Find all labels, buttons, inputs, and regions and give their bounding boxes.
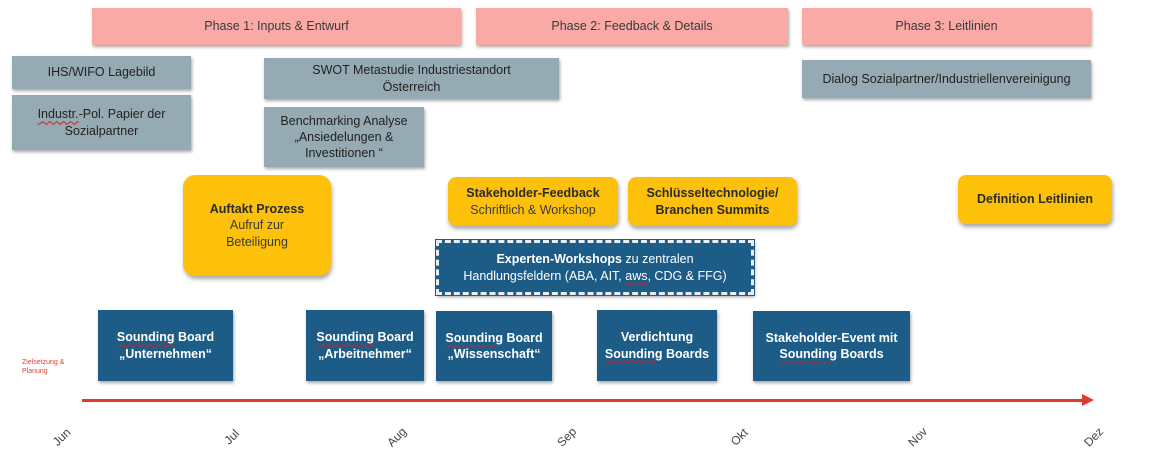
month-label-nov: Nov (905, 424, 931, 450)
sb-sounding-word: Sounding (316, 330, 375, 345)
experten-rest: zu zentralen (621, 252, 694, 267)
sb-arbeitnehmer-line-2: „Arbeitnehmer“ (318, 346, 412, 361)
experten-bold: Experten-Workshops (496, 252, 622, 267)
experten-workshops-box: Experten-Workshops zu zentralen Handlung… (435, 239, 755, 296)
timeline-arrow-icon (1082, 394, 1094, 406)
auftakt-line-2: Aufruf zur (229, 218, 285, 233)
sb-sounding-word: Sounding (445, 330, 504, 345)
auftakt-title: Auftakt Prozess (209, 202, 305, 217)
ihs-wifo-label: IHS/WIFO Lagebild (47, 65, 156, 80)
papier-spell-word: Industr. (37, 107, 79, 122)
verdichtung-sounding-boards: Verdichtung Sounding Boards (597, 310, 717, 381)
papier-line-2: Sozialpartner (64, 123, 139, 138)
sb-boards-word: Boards (837, 347, 884, 361)
experten-aws: aws (625, 268, 648, 283)
sb-board-word: Board (503, 330, 543, 345)
auftakt-line-3: Beteiligung (226, 234, 288, 249)
auftakt-box: Auftakt Prozess Aufruf zur Beteiligung (183, 175, 331, 276)
benchmarking-line-1: Benchmarking Analyse (280, 113, 408, 128)
swot-line-2: Österreich (382, 79, 441, 94)
sb-board-word: Board (374, 330, 414, 345)
experten-line-2: Handlungsfeldern (ABA, AIT, aws, CDG & F… (463, 268, 726, 284)
sb-boards-word: Boards (662, 346, 710, 361)
definition-leitlinien-box: Definition Leitlinien (958, 175, 1112, 224)
schluesseltechnologie-line-1: Schlüsseltechnologie/ (646, 186, 779, 201)
sounding-board-arbeitnehmer: Sounding Board „Arbeitnehmer“ (306, 310, 424, 381)
sounding-board-unternehmen: Sounding Board „Unternehmen“ (98, 310, 233, 381)
month-label-jun: Jun (49, 425, 74, 449)
benchmarking-box: Benchmarking Analyse „Ansiedelungen & In… (264, 107, 424, 167)
phase-2-header: Phase 2: Feedback & Details (476, 8, 788, 45)
schluesseltechnologie-box: Schlüsseltechnologie/ Branchen Summits (628, 177, 797, 226)
zielsetzung-label: Zielsetzung & Planung (22, 358, 64, 377)
ihs-wifo-box: IHS/WIFO Lagebild (12, 56, 191, 89)
sb-unternehmen-line-1: Sounding Board (117, 329, 214, 345)
stakeholder-feedback-box: Stakeholder-Feedback Schriftlich & Works… (448, 177, 618, 226)
stakeholder-event-sounding-boards: Stakeholder-Event mit Sounding Boards (753, 311, 910, 381)
stakeholder-feedback-title: Stakeholder-Feedback (466, 186, 600, 201)
phase-1-header: Phase 1: Inputs & Entwurf (92, 8, 461, 45)
verdichtung-line-1: Verdichtung (620, 330, 694, 345)
phase-2-label: Phase 2: Feedback & Details (551, 19, 713, 34)
sb-sounding-word: Sounding (116, 330, 175, 345)
experten-line-2-a: Handlungsfeldern (ABA, AIT, (463, 268, 626, 283)
sb-wissenschaft-line-2: „Wissenschaft“ (447, 347, 541, 361)
swot-box: SWOT Metastudie Industriestandort Österr… (264, 58, 559, 99)
stakeholder-event-line-2: Sounding Boards (779, 346, 883, 362)
papier-sozialpartner-box: Industr.-Pol. Papier der Sozialpartner (12, 95, 191, 150)
zielsetzung-line-1: Zielsetzung & (22, 359, 65, 366)
dialog-label: Dialog Sozialpartner/Industriellenverein… (822, 71, 1071, 86)
sb-sounding-word: Sounding (604, 346, 663, 361)
timeline-axis (82, 399, 1085, 402)
dialog-box: Dialog Sozialpartner/Industriellenverein… (802, 60, 1091, 98)
stakeholder-feedback-sub: Schriftlich & Workshop (470, 202, 596, 217)
sb-arbeitnehmer-line-1: Sounding Board (316, 329, 413, 345)
phase-1-label: Phase 1: Inputs & Entwurf (204, 19, 349, 34)
stakeholder-event-line-1: Stakeholder-Event mit (765, 330, 898, 345)
sounding-board-wissenschaft: Sounding Board „Wissenschaft“ (436, 311, 552, 381)
experten-line-1: Experten-Workshops zu zentralen (496, 251, 693, 267)
schluesseltechnologie-line-2: Branchen Summits (655, 202, 770, 217)
papier-line-1: Industr.-Pol. Papier der (38, 106, 166, 122)
zielsetzung-line-2: Planung (22, 368, 48, 376)
month-label-aug: Aug (384, 424, 410, 450)
experten-line-2-b: , CDG & FFG) (647, 268, 727, 283)
month-label-dez: Dez (1081, 424, 1107, 450)
definition-leitlinien-label: Definition Leitlinien (977, 192, 1093, 207)
sb-board-word: Board (174, 330, 215, 345)
phase-3-label: Phase 3: Leitlinien (895, 19, 998, 34)
month-label-jul: Jul (221, 426, 243, 448)
benchmarking-line-2: „Ansiedelungen & (294, 129, 394, 144)
month-label-sep: Sep (554, 424, 580, 450)
month-label-okt: Okt (727, 425, 751, 449)
phase-3-header: Phase 3: Leitlinien (802, 8, 1091, 45)
sb-wissenschaft-line-1: Sounding Board (445, 330, 542, 346)
sb-unternehmen-line-2: „Unternehmen“ (118, 346, 213, 361)
verdichtung-line-2: Sounding Boards (605, 346, 709, 362)
sb-sounding-word: Sounding (779, 347, 838, 361)
benchmarking-line-3: Investitionen “ (305, 146, 383, 161)
swot-line-1: SWOT Metastudie Industriestandort (312, 63, 511, 78)
papier-line-1-rest: -Pol. Papier der (78, 107, 166, 122)
